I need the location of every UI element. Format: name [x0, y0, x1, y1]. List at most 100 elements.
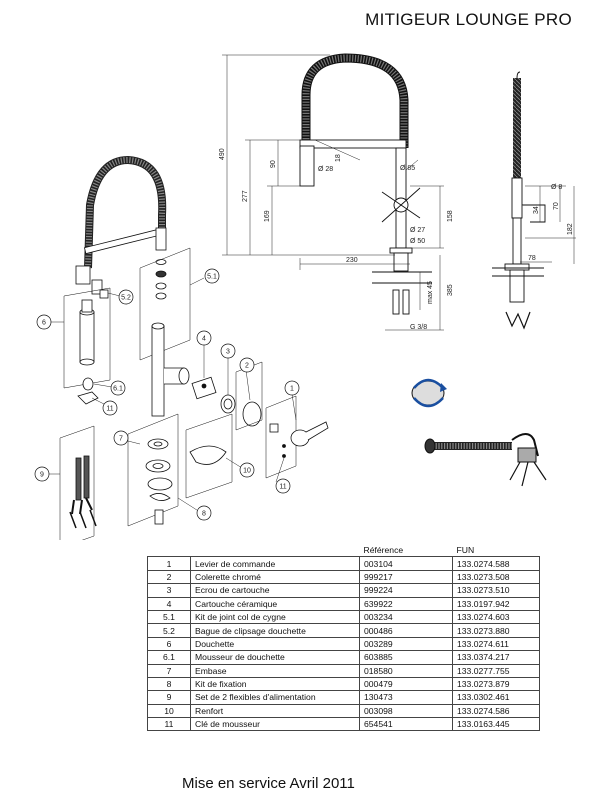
svg-text:6: 6: [42, 320, 46, 327]
part-description: Levier de commande: [190, 556, 360, 571]
part-fun-code: 133.0163.445: [452, 717, 540, 732]
part-number: 5.1: [147, 609, 191, 625]
part-fun-code: 133.0273.880: [452, 623, 540, 638]
svg-text:5.2: 5.2: [121, 295, 131, 302]
part-reference: 003098: [359, 703, 453, 719]
rotation-360-icon: [411, 378, 447, 408]
pull-out-spray-view: [424, 433, 547, 487]
part-number: 10: [147, 703, 191, 719]
callout-10: 10: [239, 462, 255, 478]
part-fun-code: 133.0277.755: [452, 663, 540, 678]
exploded-hose: [84, 155, 167, 269]
dim-side-70: 70: [553, 202, 560, 210]
dim-thread: G 3/8: [410, 324, 427, 331]
dim-height-169: 169: [264, 210, 271, 222]
part-fun-code: 133.0374.217: [452, 650, 540, 665]
svg-text:2: 2: [245, 363, 249, 370]
page-title: MITIGEUR LOUNGE PRO: [365, 10, 572, 29]
dim-lever-dia: Ø 85: [400, 165, 415, 172]
part-reference: 000486: [359, 623, 453, 638]
dim-side-dia: Ø 8: [551, 184, 562, 191]
svg-text:7: 7: [119, 436, 123, 443]
column-header-fun: FUN: [452, 544, 540, 558]
part-description: Douchette: [190, 636, 360, 652]
svg-text:9: 9: [40, 472, 44, 479]
callout-6: 6: [36, 314, 52, 330]
spout-arm: [299, 139, 407, 149]
part-fun-code: 133.0274.586: [452, 703, 540, 719]
dim-spout-rise: 90: [270, 160, 277, 168]
callout-6-1: 6.1: [110, 380, 126, 396]
part-reference: 999224: [359, 583, 453, 598]
svg-text:8: 8: [202, 511, 206, 518]
technical-drawing: 490 90 18 Ø 28 Ø 85 277 169 158 Ø 27 Ø 5…: [34, 53, 576, 540]
dim-side-182: 182: [567, 223, 574, 235]
part-description: Bague de clipsage douchette: [190, 623, 360, 638]
part-number: 1: [147, 556, 191, 571]
part-description: Clé de mousseur: [190, 717, 360, 732]
part-reference: 003104: [359, 556, 453, 571]
dim-height-158: 158: [447, 210, 454, 222]
part-reference: 018580: [359, 663, 453, 678]
part-description: Renfort: [190, 703, 360, 719]
dim-hose-length: 385: [447, 284, 454, 296]
part-reference: 130473: [359, 690, 453, 705]
callout-9: 9: [34, 466, 50, 482]
svg-text:5.1: 5.1: [207, 274, 217, 281]
callout-11a: 11: [102, 400, 118, 416]
part-number: 6.1: [147, 650, 191, 665]
dim-spout-dia: Ø 28: [318, 166, 333, 173]
callout-5-1: 5.1: [204, 268, 220, 284]
exploded-view: [59, 155, 329, 540]
part-description: Colerette chromé: [190, 569, 360, 585]
part-reference: 639922: [359, 596, 453, 611]
part-reference: 999217: [359, 569, 453, 585]
part-reference: 000479: [359, 676, 453, 692]
callout-7: 7: [113, 430, 129, 446]
part-description: Set de 2 flexibles d'alimentation: [190, 690, 360, 705]
dim-height-277: 277: [242, 190, 249, 202]
svg-text:1: 1: [290, 386, 294, 393]
side-elevation-view: [492, 71, 546, 330]
spring-hose: [301, 53, 409, 148]
svg-text:10: 10: [243, 468, 251, 475]
dim-max-thickness: max 45: [427, 281, 434, 304]
part-fun-code: 133.0273.879: [452, 676, 540, 692]
svg-text:3: 3: [226, 349, 230, 356]
part-number: 3: [147, 583, 191, 598]
part-description: Cartouche céramique: [190, 596, 360, 611]
part-number: 7: [147, 663, 191, 678]
part-fun-code: 133.0274.611: [452, 636, 540, 652]
part-number: 8: [147, 676, 191, 692]
callout-markers: 5.2 5.1 6 6.1 11 4 3 2 1 7 8 10 11 9: [34, 268, 300, 521]
part-description: Kit de fixation: [190, 676, 360, 692]
side-hose: [513, 78, 521, 178]
part-number: 6: [147, 636, 191, 652]
part-description: Kit de joint col de cygne: [190, 609, 360, 625]
callout-11b: 11: [275, 478, 291, 494]
footer-date: Mise en service Avril 2011: [182, 775, 355, 792]
table-header-row: Référence FUN: [148, 544, 540, 558]
part-number: 11: [147, 717, 191, 732]
svg-text:6.1: 6.1: [113, 386, 123, 393]
svg-text:11: 11: [279, 484, 286, 491]
dim-side-78: 78: [528, 255, 536, 262]
dim-base-dia: Ø 50: [410, 238, 425, 245]
part-description: Mousseur de douchette: [190, 650, 360, 665]
callout-2: 2: [239, 357, 255, 373]
callout-3: 3: [220, 343, 236, 359]
svg-text:4: 4: [202, 336, 206, 343]
